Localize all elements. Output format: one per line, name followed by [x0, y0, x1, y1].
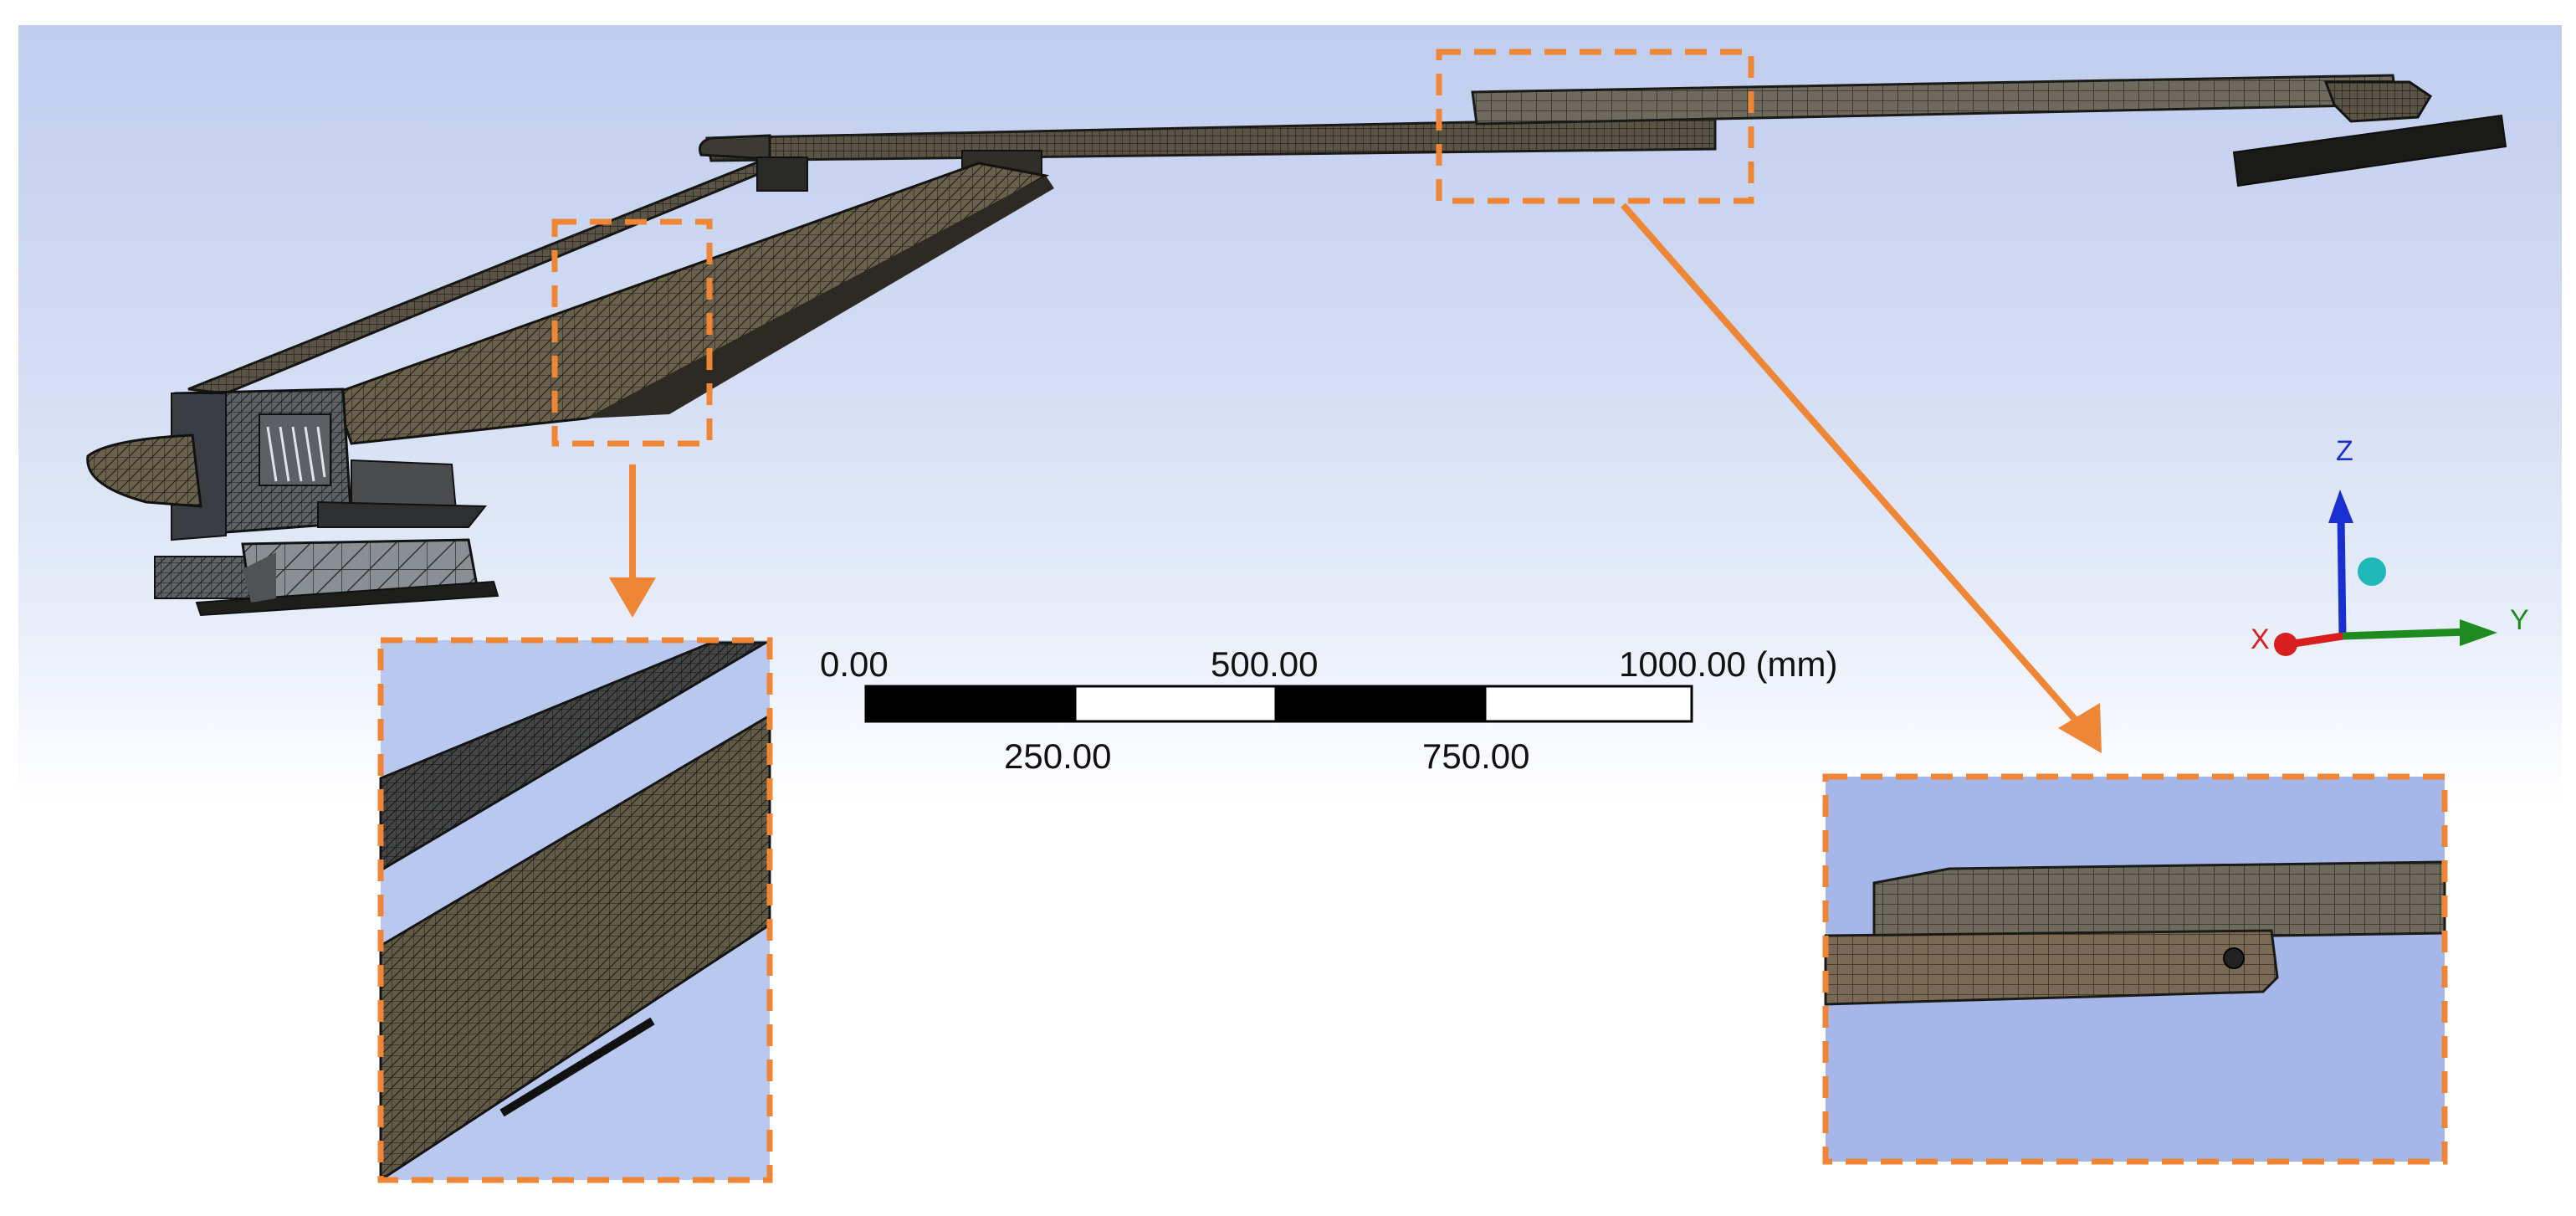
lower-base-foot [195, 580, 499, 617]
scale-label-500: 500.00 [1211, 644, 1319, 684]
scale-label-750: 750.00 [1422, 736, 1530, 776]
triad-z-label: Z [2336, 435, 2353, 467]
callout-arrowhead-right [2058, 703, 2102, 753]
upper-beam [705, 115, 1717, 162]
motor-grille [266, 426, 326, 482]
zoom-inset-left [377, 637, 773, 1183]
mesh-model [86, 74, 2507, 617]
scale-bar [864, 685, 1693, 723]
scale-label-1000: 1000.00 (mm) [1619, 644, 1838, 684]
zoom-top-plate [1872, 860, 2446, 943]
triad-y-label: Y [2510, 604, 2529, 636]
pillar-foot [317, 500, 488, 528]
x-axis-dot [2274, 633, 2297, 656]
z-axis-arrow [2328, 490, 2353, 523]
detail-callout-right [1436, 49, 2102, 753]
scale-seg-2 [1073, 685, 1278, 723]
detail-callout-left [551, 218, 713, 618]
triad-origin-sphere [2358, 557, 2386, 586]
upper-beam-end [699, 134, 771, 161]
top-plate [1471, 74, 2399, 126]
scale-seg-3 [1274, 685, 1487, 723]
zoom-inset-right [1822, 773, 2448, 1165]
zoom-bolt [2223, 947, 2245, 969]
scale-seg-1 [864, 685, 1077, 723]
y-axis-line [2342, 628, 2469, 640]
scale-seg-4 [1483, 685, 1693, 723]
callout-arrowhead-left [609, 577, 656, 618]
scale-label-250: 250.00 [1004, 736, 1112, 776]
scale-label-0: 0.00 [820, 644, 889, 684]
main-beam-underside [586, 176, 1054, 418]
triad-x-label: X [2251, 623, 2270, 655]
z-axis-line [2337, 514, 2347, 637]
lower-base-shade [243, 552, 276, 603]
y-axis-arrow [2460, 619, 2497, 646]
joint-block [756, 156, 808, 192]
zoom-upper-beam [1824, 929, 2279, 1006]
end-hook [2323, 80, 2433, 123]
callout-arrow-right [1620, 203, 2082, 726]
coordinate-triad-icon [2274, 490, 2497, 656]
end-plate [2232, 114, 2507, 187]
front-hook [86, 434, 202, 508]
zoom-beam-edge [499, 1017, 655, 1117]
callout-box-source-right [1436, 49, 1754, 204]
callout-box-source-left [551, 218, 713, 447]
